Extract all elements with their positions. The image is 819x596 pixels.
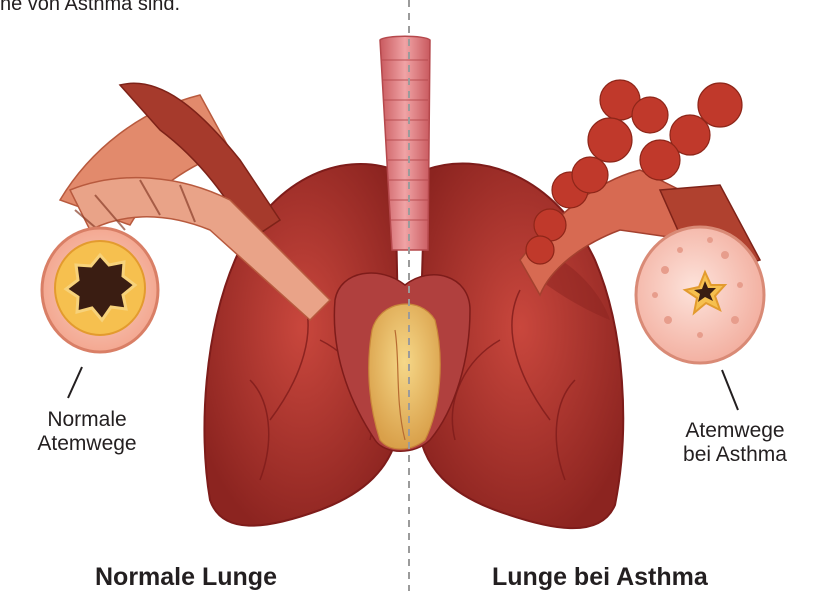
- asthma-airway-cross-section: [636, 227, 764, 363]
- normal-airway-label: Normale Atemwege: [22, 408, 152, 456]
- normal-airway-cross-section: [42, 228, 158, 352]
- normal-airway-label-line2: Atemwege: [22, 432, 152, 456]
- asthma-airway-label-line2: bei Asthma: [660, 443, 810, 467]
- normal-airway-pointer: [68, 367, 82, 398]
- asthma-lung-caption: Lunge bei Asthma: [492, 562, 708, 592]
- asthma-airway-label-line1: Atemwege: [660, 419, 810, 443]
- asthma-airway-label: Atemwege bei Asthma: [660, 419, 810, 467]
- normal-airway-label-line1: Normale: [22, 408, 152, 432]
- normal-lung-caption: Normale Lunge: [95, 562, 277, 592]
- asthma-airway-pointer: [722, 370, 738, 410]
- intro-text: ne von Asthma sind.: [0, 0, 180, 16]
